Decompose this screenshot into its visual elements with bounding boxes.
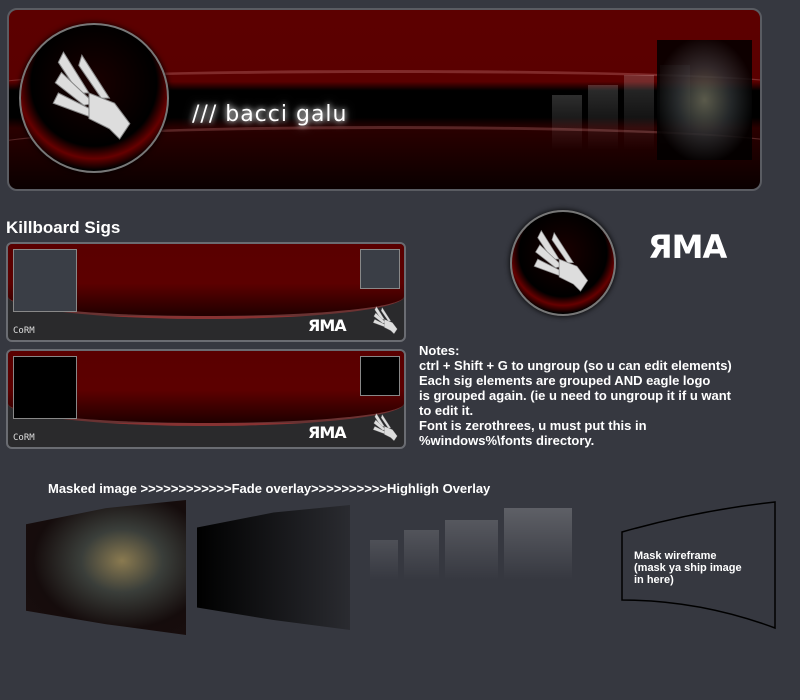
eagle-orb-logo bbox=[19, 23, 169, 173]
eagle-icon bbox=[370, 411, 402, 445]
notes-line: is grouped again. (ie u need to ungroup … bbox=[419, 388, 731, 403]
layer-flow-label: Masked image >>>>>>>>>>>>Fade overlay>>>… bbox=[48, 481, 491, 496]
mask-wireframe-label: Mask wireframe (mask ya ship image in he… bbox=[634, 550, 742, 586]
corp-ticker: CoRM bbox=[13, 433, 35, 443]
notes-title: Notes: bbox=[419, 343, 460, 358]
highlight-overlay-panel bbox=[370, 500, 585, 580]
masked-image-panel bbox=[26, 500, 186, 635]
alliance-logo: ЯMA bbox=[308, 423, 347, 442]
killboard-sig: CoRM ЯMA bbox=[6, 242, 406, 342]
notes-line: %windows%\fonts directory. bbox=[419, 433, 595, 448]
banner-swoosh bbox=[9, 70, 760, 100]
ship-image bbox=[657, 40, 752, 160]
notes: Notes: ctrl + Shift + G to ungroup (so u… bbox=[419, 343, 800, 448]
notes-line: ctrl + Shift + G to ungroup (so u can ed… bbox=[419, 358, 732, 373]
portrait-placeholder bbox=[13, 249, 77, 312]
eagle-icon bbox=[527, 227, 598, 298]
eagle-icon bbox=[370, 304, 402, 338]
section-title: Killboard Sigs bbox=[6, 218, 121, 237]
banner-name: /// bacci galu bbox=[192, 102, 348, 127]
alliance-logo: ЯMA bbox=[308, 316, 347, 335]
notes-line: Font is zerothrees, u must put this in bbox=[419, 418, 647, 433]
corp-ticker: CoRM bbox=[13, 326, 35, 336]
fade-overlay-panel bbox=[197, 505, 350, 630]
eagle-icon bbox=[43, 47, 145, 149]
notes-line: to edit it. bbox=[419, 403, 474, 418]
banner-swoosh bbox=[9, 126, 760, 166]
mask-wireframe bbox=[621, 501, 776, 630]
killboard-sig: CoRM ЯMA bbox=[6, 349, 406, 449]
portrait-placeholder bbox=[13, 356, 77, 419]
corp-logo-placeholder bbox=[360, 356, 400, 396]
eagle-orb-logo bbox=[510, 210, 616, 316]
alliance-logo: ЯMA bbox=[648, 228, 727, 266]
corp-logo-placeholder bbox=[360, 249, 400, 289]
notes-line: Each sig elements are grouped AND eagle … bbox=[419, 373, 711, 388]
header-banner: /// bacci galu bbox=[7, 8, 762, 191]
